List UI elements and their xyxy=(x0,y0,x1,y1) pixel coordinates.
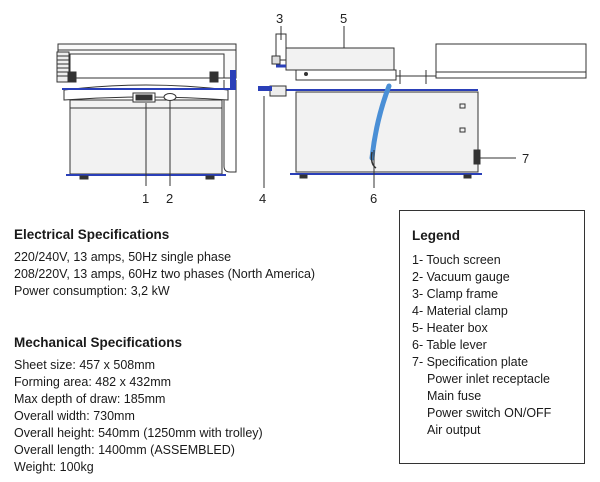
mechanical-title: Mechanical Specifications xyxy=(14,335,183,350)
vacuum-gauge-icon xyxy=(163,93,177,101)
legend-box: Legend 1- Touch screen 2- Vacuum gauge 3… xyxy=(399,210,585,464)
legend-item: 4- Material clamp xyxy=(412,304,508,318)
mechanical-line: Max depth of draw: 185mm xyxy=(14,392,166,406)
table-lever xyxy=(369,83,392,169)
heater-box xyxy=(285,47,395,71)
electrical-line: 208/220V, 13 amps, 60Hz two phases (Nort… xyxy=(14,267,316,281)
legend-sub-item: Power switch ON/OFF xyxy=(427,406,552,420)
legend-item: 2- Vacuum gauge xyxy=(412,270,510,284)
callout-5: 5 xyxy=(340,11,347,26)
legend-item: 3- Clamp frame xyxy=(412,287,499,301)
electrical-title: Electrical Specifications xyxy=(14,227,170,242)
specification-plate-icon xyxy=(473,149,481,165)
mechanical-line: Forming area: 482 x 432mm xyxy=(14,375,172,389)
side-view xyxy=(258,33,587,179)
mechanical-line: Overall width: 730mm xyxy=(14,409,135,423)
legend-sub-item: Air output xyxy=(427,423,481,437)
legend-item: 7- Specification plate xyxy=(412,355,529,369)
callout-1: 1 xyxy=(142,191,149,206)
callout-3: 3 xyxy=(276,11,283,26)
legend-sub-item: Power inlet receptacle xyxy=(427,372,550,386)
callout-7: 7 xyxy=(522,151,529,166)
legend-sub-item: Main fuse xyxy=(427,389,482,403)
callout-6: 6 xyxy=(370,191,377,206)
legend-item: 5- Heater box xyxy=(412,321,488,335)
machine-diagram: 1 2 xyxy=(56,11,587,206)
callout-2: 2 xyxy=(166,191,173,206)
legend-item: 6- Table lever xyxy=(412,338,487,352)
front-view xyxy=(56,43,237,180)
electrical-line: 220/240V, 13 amps, 50Hz single phase xyxy=(14,250,232,264)
mechanical-line: Weight: 100kg xyxy=(14,460,94,474)
mechanical-line: Sheet size: 457 x 508mm xyxy=(14,358,156,372)
hinge-spring xyxy=(56,51,70,83)
electrical-specifications: Electrical Specifications 220/240V, 13 a… xyxy=(14,226,315,300)
electrical-line: Power consumption: 3,2 kW xyxy=(14,284,170,298)
mechanical-specifications: Mechanical Specifications Sheet size: 45… xyxy=(14,334,263,476)
callout-4: 4 xyxy=(259,191,266,206)
material-clamp-icon xyxy=(269,85,287,97)
mechanical-line: Overall length: 1400mm (ASSEMBLED) xyxy=(14,443,235,457)
mechanical-line: Overall height: 540mm (1250mm with troll… xyxy=(14,426,263,440)
legend-title: Legend xyxy=(412,228,461,243)
legend-item: 1- Touch screen xyxy=(412,253,501,267)
